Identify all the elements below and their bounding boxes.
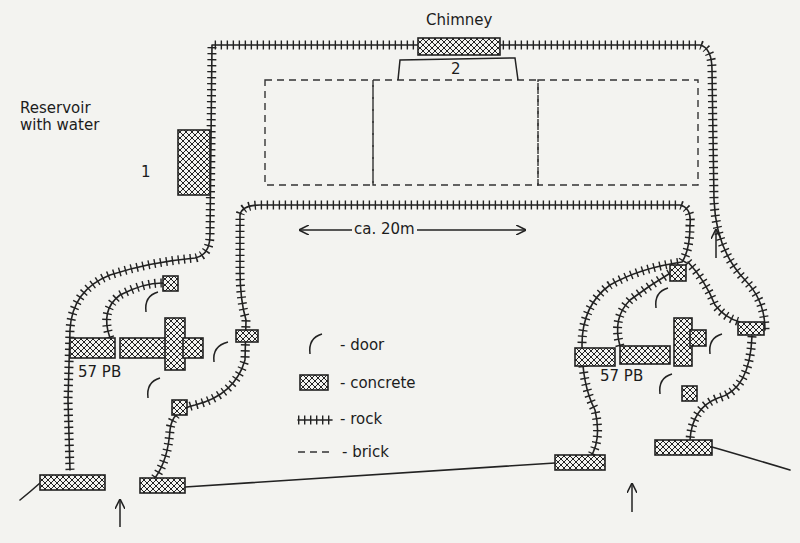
entrance-concrete [655, 440, 712, 455]
legend-brick-sample [298, 451, 334, 452]
legend-entry: - concrete [338, 374, 418, 392]
rock-hatch [618, 272, 672, 346]
legend-rock-hatch [298, 416, 332, 425]
entrance-concrete [40, 475, 105, 490]
passage-arrow [715, 230, 717, 258]
door-symbol [656, 288, 668, 308]
bunker-wall [165, 318, 185, 370]
concrete-post [682, 386, 697, 401]
rock-wall-line [107, 283, 165, 338]
reservoir-label: Reservoir with water [18, 100, 104, 135]
concrete-post [172, 400, 187, 415]
rock-wall-line [618, 272, 672, 346]
bunker-type-label: 57 PB [76, 364, 123, 381]
brick-room [538, 80, 698, 185]
bunker-type-label: 57 PB [598, 368, 645, 385]
brick-rooms [265, 80, 698, 185]
door-symbol [660, 374, 672, 394]
room-number: 2 [449, 61, 463, 78]
chimney-concrete [418, 38, 500, 55]
rock-hatch [690, 336, 752, 440]
entrance-concrete [140, 478, 185, 493]
door-symbol [148, 378, 160, 398]
room-number: 1 [139, 164, 153, 181]
reservoir-concrete [178, 130, 210, 195]
bunker-wall [120, 338, 168, 358]
rock-wall-line [155, 205, 690, 478]
concrete-post [163, 276, 178, 291]
entrance-arrow [119, 500, 121, 527]
rock-hatch [155, 205, 690, 478]
legend-rock-sample [298, 419, 332, 421]
concrete-post [670, 265, 686, 281]
entrance-concrete [555, 455, 605, 470]
entrance-arrow [631, 484, 633, 512]
rock-wall [68, 45, 765, 478]
doors [146, 288, 722, 398]
bunker-wall [575, 348, 615, 366]
rock-wall-line [690, 336, 752, 440]
rock-hatch [107, 283, 165, 338]
chimney-label: Chimney [424, 12, 494, 29]
rock-hatch [688, 262, 740, 322]
rock-hatch [68, 45, 765, 470]
bunker-wall [690, 330, 706, 346]
bunker-wall [620, 346, 670, 364]
legend-entry: - brick [340, 443, 391, 461]
concrete-post [738, 322, 764, 335]
door-symbol [146, 292, 158, 312]
legend-samples [298, 334, 334, 452]
dimension-label: ca. 20m [352, 221, 417, 238]
legend-entry: - door [338, 336, 386, 354]
stove-outline [398, 58, 518, 80]
brick-room [373, 80, 538, 185]
bunker-wall [70, 338, 115, 358]
concrete-parts [40, 38, 764, 493]
door-symbol [710, 334, 722, 354]
legend-entry: - rock [338, 410, 384, 428]
bunker-wall [183, 338, 203, 358]
concrete-post [236, 330, 258, 342]
legend-concrete-sample [300, 375, 328, 390]
rock-wall-line [68, 45, 765, 470]
brick-room [265, 80, 373, 185]
rock-wall-line [688, 262, 740, 322]
legend-door-sample [310, 334, 322, 354]
door-symbol [214, 342, 228, 362]
